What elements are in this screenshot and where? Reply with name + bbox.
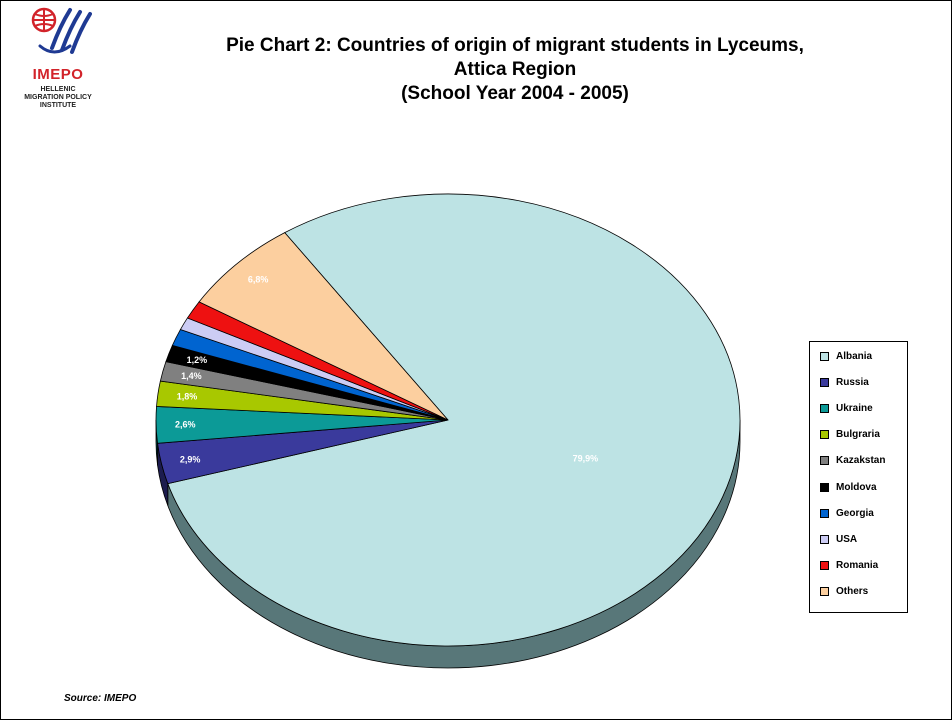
chart-title-line-3: (School Year 2004 - 2005) — [401, 83, 629, 104]
legend-swatch-moldova — [820, 482, 829, 492]
legend-swatch-georgia — [820, 508, 829, 518]
chart-title-line-1: Pie Chart 2: Countries of origin of migr… — [226, 35, 804, 56]
logo-name: IMEPO — [32, 66, 84, 83]
legend-label-georgia: Georgia — [836, 507, 874, 519]
legend-label-romania: Romania — [836, 559, 879, 571]
legend-label-others: Others — [836, 585, 869, 597]
legend-swatch-others — [820, 586, 829, 596]
legend-label-bulgraria: Bulgraria — [836, 429, 880, 441]
chart-title-line-2: Attica Region — [453, 59, 577, 80]
imepo-logo-mark-icon — [31, 7, 92, 54]
data-label-albania: 79,9% — [573, 453, 599, 463]
legend-label-usa: USA — [836, 533, 858, 545]
legend-swatch-kazakstan — [820, 456, 829, 466]
legend-label-ukraine: Ukraine — [836, 403, 873, 415]
legend-label-moldova: Moldova — [836, 481, 877, 493]
legend-swatch-romania — [820, 560, 829, 570]
logo-subtitle-line-2: MIGRATION POLICY — [24, 94, 92, 101]
data-label-russia: 2,9% — [180, 454, 201, 464]
legend-label-albania: Albania — [836, 351, 873, 362]
data-label-others: 6,8% — [248, 274, 269, 284]
legend-swatch-ukraine — [820, 404, 829, 414]
pie-slice-albania — [167, 193, 741, 647]
imepo-logo: IMEPO HELLENIC MIGRATION POLICY INSTITUT… — [2, 6, 120, 124]
legend-label-russia: Russia — [836, 377, 869, 389]
data-label-kazakstan: 1,4% — [181, 371, 202, 381]
legend-label-kazakstan: Kazakstan — [836, 455, 886, 467]
pie-data-labels: 79,9% 2,9% 2,6% 1,8% 1,4% 1,2% 6,8% — [175, 274, 598, 464]
pie-slice-others — [198, 232, 449, 421]
legend-swatch-bulgraria — [820, 430, 829, 440]
legend-swatch-russia — [820, 378, 829, 388]
pie-slices — [155, 193, 741, 647]
data-label-ukraine: 2,6% — [175, 419, 196, 429]
legend-swatch-usa — [820, 534, 829, 544]
data-label-moldova: 1,2% — [187, 355, 208, 365]
legend-swatch-albania — [820, 352, 829, 361]
chart-title: Pie Chart 2: Countries of origin of migr… — [125, 34, 905, 106]
data-label-bulgraria: 1,8% — [177, 391, 198, 401]
logo-subtitle-line-1: HELLENIC — [40, 86, 76, 93]
logo-subtitle-line-3: INSTITUTE — [39, 102, 77, 109]
source-note: Source: IMEPO — [64, 693, 137, 704]
